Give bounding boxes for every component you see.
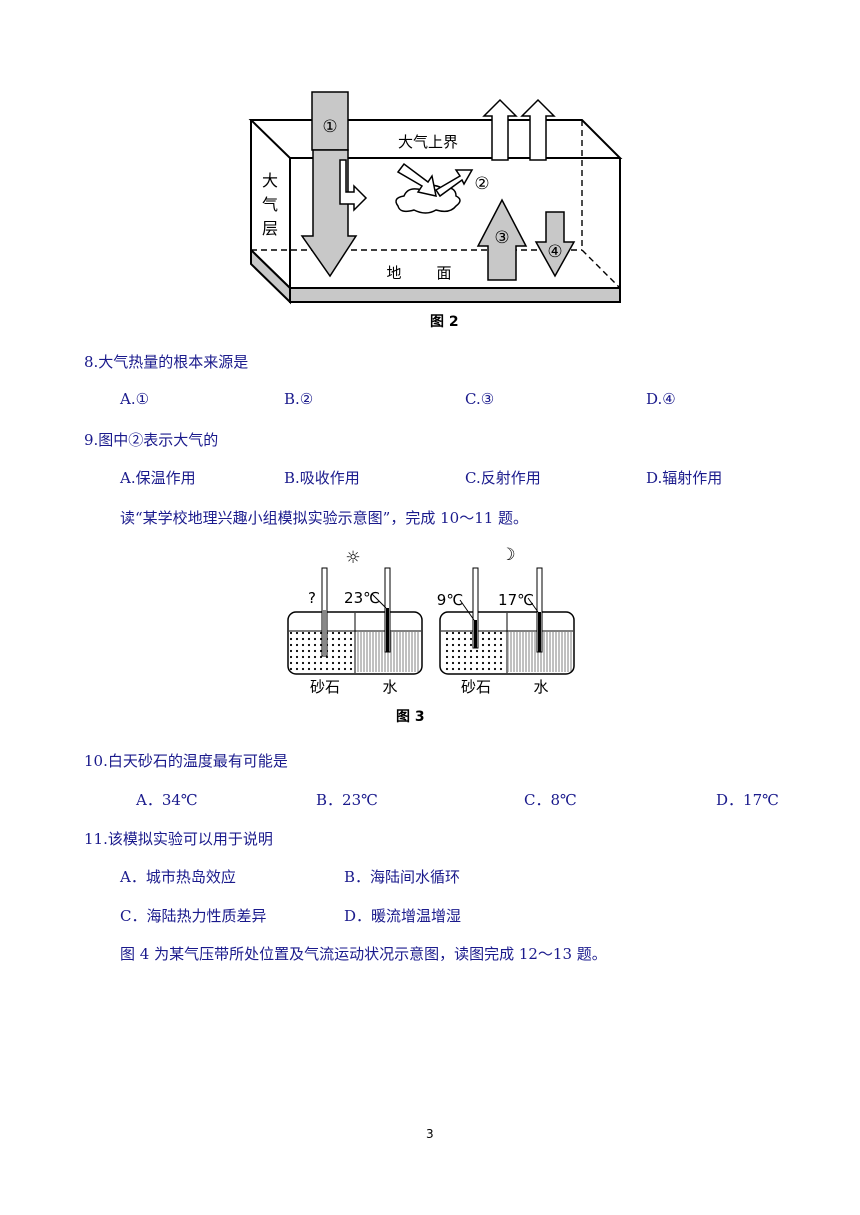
question-10-option-b[interactable]: B．23℃	[316, 791, 378, 809]
question-10-option-d[interactable]: D．17℃	[716, 791, 779, 809]
page-number: 3	[426, 1127, 434, 1141]
question-10-option-a[interactable]: A．34℃	[136, 791, 198, 809]
moon-icon: ☽	[500, 545, 515, 565]
reflection-arrow	[339, 159, 368, 212]
night-sand-label: 砂石	[461, 678, 491, 696]
question-8-option-a[interactable]: A.①	[120, 390, 150, 408]
ground-radiation-arrow	[476, 198, 528, 281]
question-10-option-c[interactable]: C．8℃	[524, 791, 577, 809]
question-9-stem: 9.图中②表示大气的	[84, 431, 219, 449]
question-11-option-a[interactable]: A．城市热岛效应	[120, 868, 236, 886]
question-11-stem: 11.该模拟实验可以用于说明	[84, 830, 273, 848]
question-10-stem: 10.白天砂石的温度最有可能是	[84, 752, 288, 770]
night-container	[439, 567, 575, 675]
night-water-label: 水	[533, 678, 548, 696]
night-sand-temp: 9℃	[437, 591, 463, 609]
ground-char-2: 面	[436, 264, 451, 282]
outgoing-arrow-left	[482, 98, 518, 161]
upper-boundary-label: 大气上界	[398, 133, 458, 151]
question-8-stem: 8.大气热量的根本来源是	[84, 353, 249, 371]
question-9-option-b[interactable]: B.吸收作用	[284, 469, 360, 487]
question-11-option-d[interactable]: D．暖流增温增湿	[344, 907, 462, 925]
ground-char-1: 地	[386, 264, 401, 282]
day-sand-label: 砂石	[310, 678, 340, 696]
solar-radiation-arrow	[300, 91, 358, 278]
question-9-option-c[interactable]: C.反射作用	[465, 469, 541, 487]
night-water-temp: 17℃	[498, 591, 534, 609]
question-8-option-c[interactable]: C.③	[465, 390, 495, 408]
incoming-arrow	[396, 162, 437, 197]
marker-2: ②	[474, 174, 489, 194]
day-water-label: 水	[382, 678, 397, 696]
atmosphere-char-3: 层	[262, 219, 278, 238]
marker-3: ③	[494, 228, 509, 248]
atmosphere-char-1: 大	[262, 171, 278, 190]
counter-radiation-arrow	[534, 211, 576, 278]
question-9-option-a[interactable]: A.保温作用	[120, 469, 196, 487]
intro-10-11: 读“某学校地理兴趣小组模拟实验示意图”，完成 10～11 题。	[120, 509, 529, 527]
question-9-option-d[interactable]: D.辐射作用	[646, 469, 723, 487]
figure-2-caption: 图 2	[430, 314, 459, 330]
day-container	[287, 567, 423, 675]
day-sand-unknown: ?	[308, 589, 316, 607]
marker-1: ①	[322, 117, 337, 137]
figure-3-caption: 图 3	[396, 709, 425, 725]
question-11-option-c[interactable]: C．海陆热力性质差异	[120, 907, 267, 925]
outgoing-arrow-right	[520, 98, 556, 161]
question-11-option-b[interactable]: B．海陆间水循环	[344, 868, 461, 886]
sun-icon: ☼	[345, 548, 360, 568]
question-8-option-d[interactable]: D.④	[646, 390, 676, 408]
marker-4: ④	[547, 242, 562, 262]
day-water-temp: 23℃	[344, 589, 380, 607]
figure-3-diagram: ☼ ☽ ? 23℃ 9℃ 17℃ 砂石 水 砂石 水	[287, 545, 575, 696]
atmosphere-char-2: 气	[262, 195, 278, 214]
question-8-option-b[interactable]: B.②	[284, 390, 314, 408]
figure-2-diagram: ① ② ③ ④ 大气上界 大 气 层 地 面	[248, 91, 623, 305]
intro-12-13: 图 4 为某气压带所处位置及气流运动状况示意图，读图完成 12～13 题。	[120, 945, 607, 963]
scatter-arrow-2	[434, 169, 474, 198]
